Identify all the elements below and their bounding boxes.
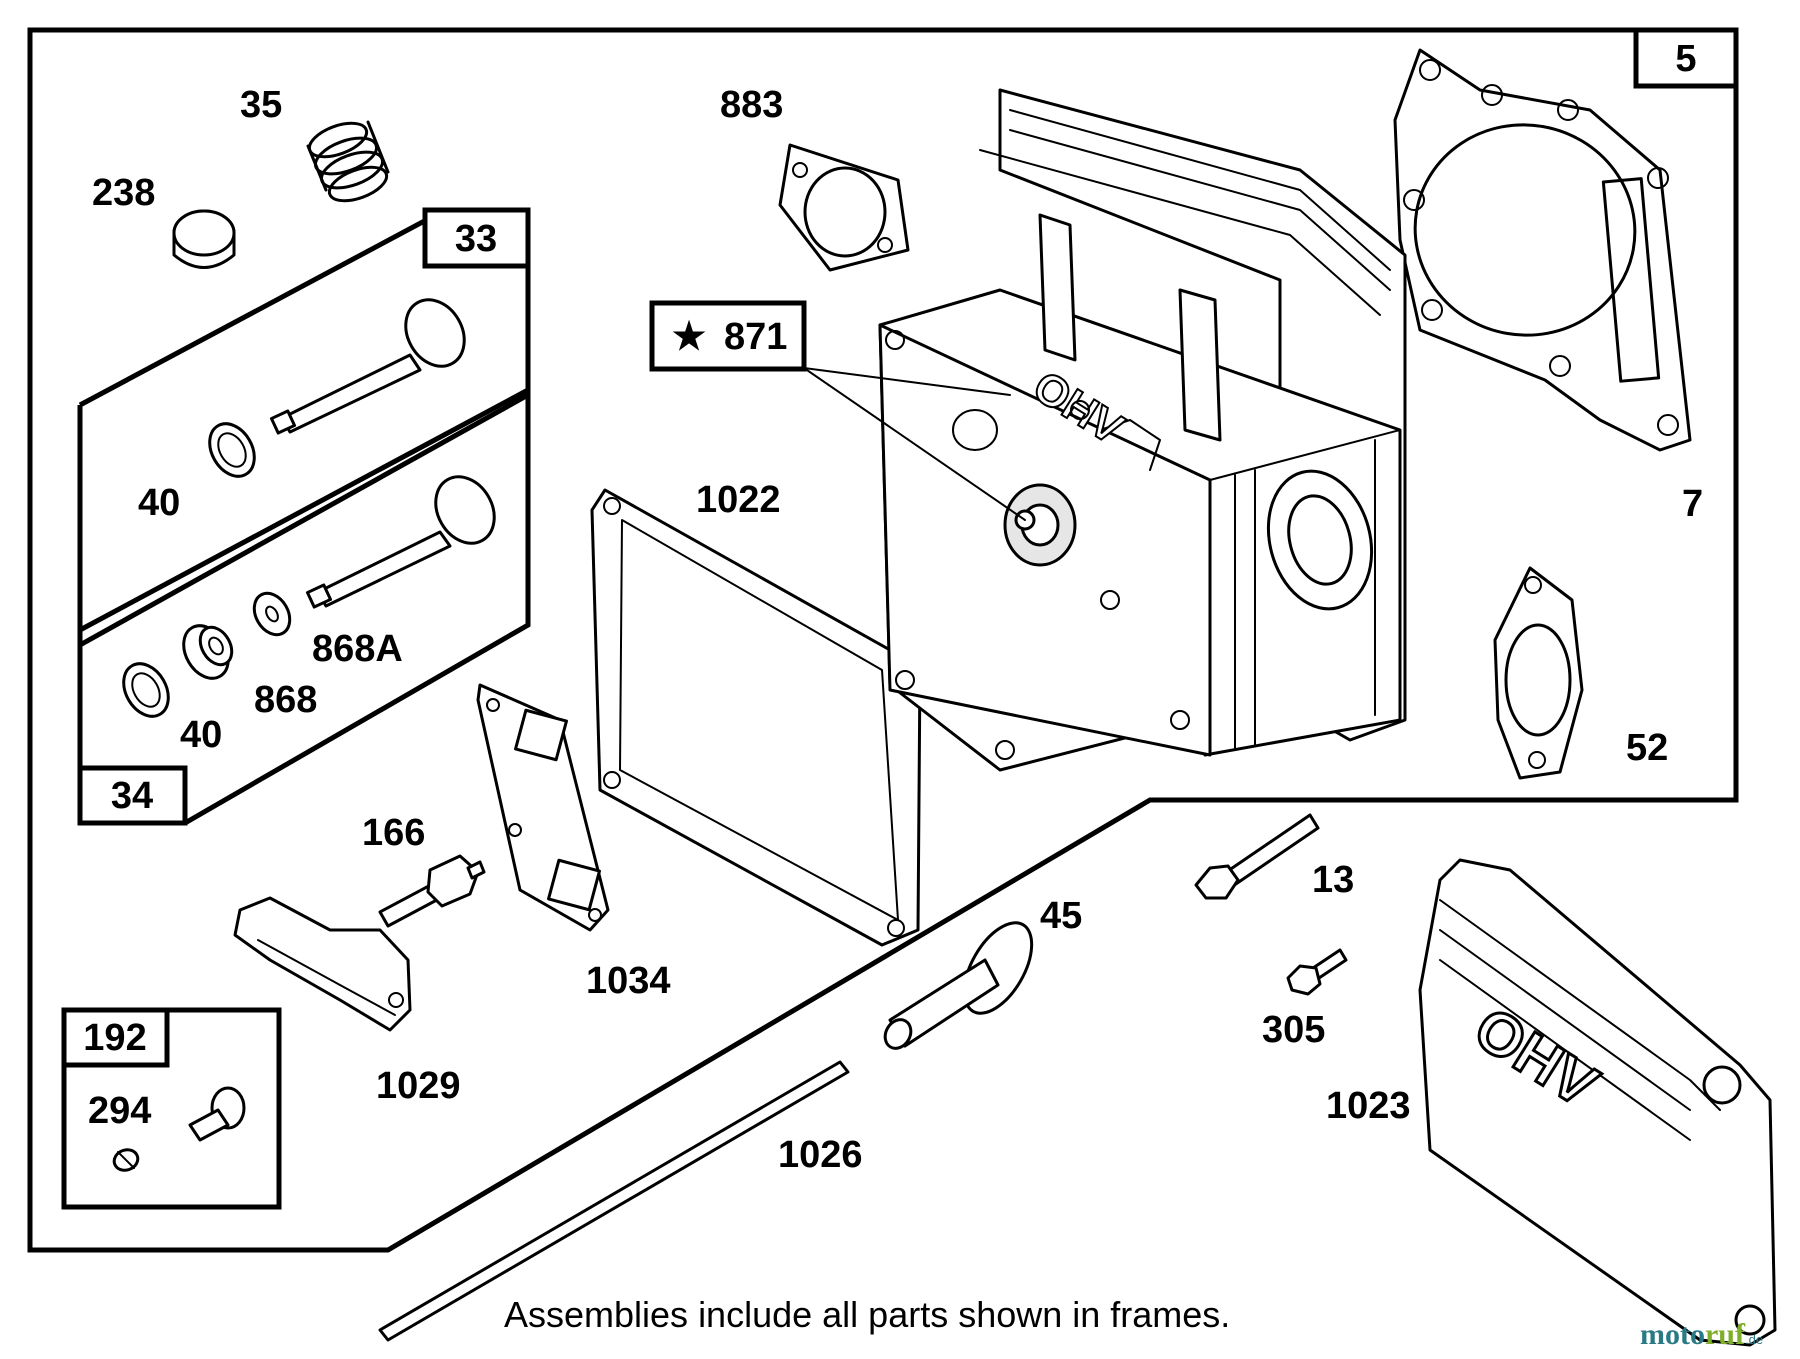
gasket-part-883 xyxy=(778,143,910,272)
frame-tag-34-box xyxy=(77,765,188,826)
frame-tag-5: 5 xyxy=(1675,38,1696,80)
breather-part-1034 xyxy=(476,683,610,932)
frame-tag-33: 33 xyxy=(455,218,497,260)
callout-871-star: ★ xyxy=(672,316,706,358)
frame-tag-5-box xyxy=(1633,27,1739,89)
seal-part-868 xyxy=(182,624,234,680)
spring-part-35 xyxy=(306,120,390,203)
label-166: 166 xyxy=(362,812,425,854)
cylinder-head-part-871: OHV xyxy=(878,88,1407,772)
valve-keeper-40-upper xyxy=(208,422,256,478)
washer-part-868a xyxy=(252,591,292,637)
push-rod-part-1026 xyxy=(378,1060,850,1342)
label-1034: 1034 xyxy=(586,960,671,1002)
valve-part-34 xyxy=(305,475,496,609)
gasket-part-1022 xyxy=(590,488,922,947)
frame-tag-34: 34 xyxy=(111,775,153,817)
stud-part-166 xyxy=(378,854,486,928)
assembly-frame-192 xyxy=(61,1007,282,1210)
callout-871-box xyxy=(649,300,807,372)
label-1026: 1026 xyxy=(778,1134,863,1176)
frame-divider-33-34 xyxy=(78,392,530,648)
watermark-logo: motoruf.de xyxy=(1640,1318,1763,1351)
gasket-part-52 xyxy=(1493,566,1584,780)
label-868: 868 xyxy=(254,679,317,721)
label-294: 294 xyxy=(88,1090,151,1132)
part-294-b xyxy=(112,1148,140,1172)
valve-part-33 xyxy=(269,298,466,435)
label-871: 871 xyxy=(724,316,787,358)
leader-871-a xyxy=(803,367,1011,396)
cap-part-238 xyxy=(172,209,236,269)
label-868a: 868A xyxy=(312,628,403,670)
head-gasket-part-7 xyxy=(1393,48,1692,452)
label-1029: 1029 xyxy=(376,1065,461,1107)
rocker-arm-part-1029 xyxy=(233,896,412,1032)
label-45: 45 xyxy=(1040,895,1082,937)
bolt-part-13 xyxy=(1194,813,1320,900)
frame-tag-192: 192 xyxy=(83,1017,146,1059)
guide-part-45 xyxy=(883,921,1034,1050)
valve-cover-part-1023: OHV xyxy=(1418,858,1777,1347)
part-294-a xyxy=(188,1086,246,1142)
label-52: 52 xyxy=(1626,727,1668,769)
svg-text:motoruf.de: motoruf.de xyxy=(1640,1318,1763,1351)
screw-part-305 xyxy=(1286,948,1348,996)
caption: Assemblies include all parts shown in fr… xyxy=(504,1294,1230,1335)
label-305: 305 xyxy=(1262,1009,1325,1051)
leader-871-b xyxy=(803,367,1026,521)
label-40-lower: 40 xyxy=(180,714,222,756)
label-7: 7 xyxy=(1682,483,1703,525)
label-35: 35 xyxy=(240,84,282,126)
frame-tag-33-box xyxy=(422,207,531,269)
label-13: 13 xyxy=(1312,859,1354,901)
label-238: 238 xyxy=(92,172,155,214)
label-883: 883 xyxy=(720,84,783,126)
frame-tag-192-box xyxy=(61,1007,170,1068)
valve-keeper-40-lower xyxy=(122,662,170,718)
label-1023: 1023 xyxy=(1326,1085,1411,1127)
label-1022: 1022 xyxy=(696,479,781,521)
label-40-upper: 40 xyxy=(138,482,180,524)
